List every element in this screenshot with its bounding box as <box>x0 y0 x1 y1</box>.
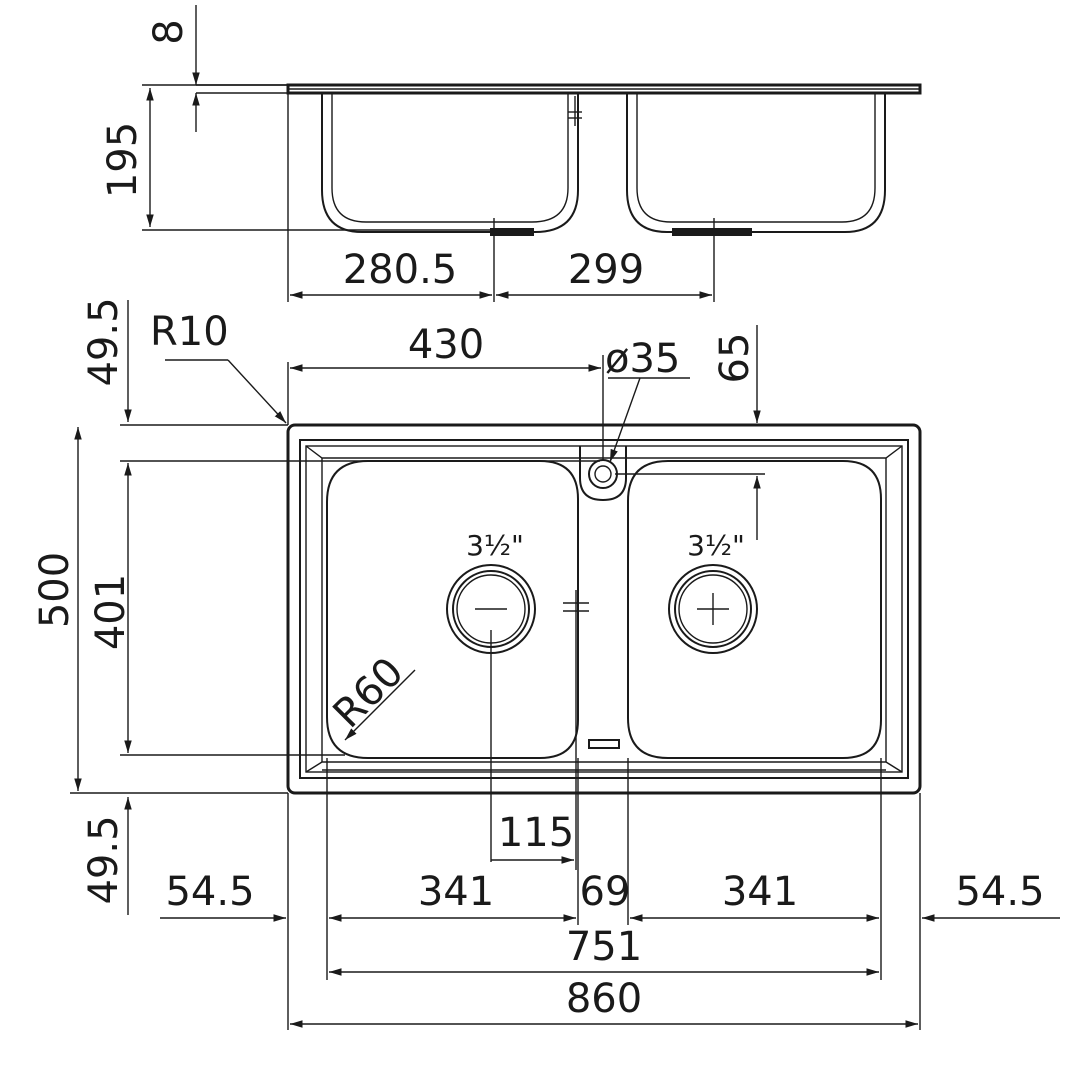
overflow-slot <box>588 739 620 749</box>
label-drain-offset-left: 280.5 <box>343 247 458 293</box>
dim-drain-center-offset: 115 <box>490 625 577 870</box>
label-drain-size-right: 3½" <box>687 529 745 562</box>
label-bowl-width-left: 341 <box>418 869 494 915</box>
label-corner-radius-outer: R10 <box>150 309 229 355</box>
dim-top-margin: 49.5 <box>81 297 288 426</box>
label-side-margin-left: 54.5 <box>165 869 254 915</box>
dim-tap-hole-depth: 65 <box>615 325 765 540</box>
dim-tap-hole-offset: 430 <box>287 322 604 460</box>
label-tap-hole-offset: 430 <box>408 322 484 368</box>
dim-drain-offsets: 280.5 299 <box>287 93 715 302</box>
right-bowl-outline <box>627 460 882 759</box>
label-top-margin: 49.5 <box>81 297 127 386</box>
label-tap-hole-diameter: ø35 <box>605 336 680 382</box>
label-divider-width: 69 <box>580 869 631 915</box>
bowl-corner-radius-callout: R60 <box>325 649 416 741</box>
dim-overall-width: 860 <box>290 976 918 1028</box>
side-section-view <box>286 83 922 236</box>
label-drain-offset-right: 299 <box>568 247 644 293</box>
label-drain-size-left: 3½" <box>466 529 524 562</box>
tap-hole-diameter-callout: ø35 <box>605 336 690 463</box>
label-bowl-length: 401 <box>88 574 134 650</box>
dim-width-breakdown: 54.5 341 69 341 54.5 <box>160 758 1060 1030</box>
label-bowl-corner-radius: R60 <box>325 649 413 737</box>
label-rim-thickness: 8 <box>146 19 192 44</box>
tap-hole-mount <box>579 446 627 502</box>
dim-bowl-length: 401 <box>88 460 600 756</box>
label-side-margin-right: 54.5 <box>955 869 1044 915</box>
right-drain <box>668 564 758 654</box>
dim-bowl-depth: 195 <box>100 84 500 231</box>
dim-rim-thickness: 8 <box>146 5 288 132</box>
label-bowl-width-right: 341 <box>722 869 798 915</box>
label-overall-depth: 500 <box>32 552 78 628</box>
label-overall-width: 860 <box>566 976 642 1022</box>
label-bowls-total-width: 751 <box>566 924 642 970</box>
label-drain-center-offset: 115 <box>498 810 574 856</box>
tap-hole <box>588 459 618 489</box>
label-bowl-depth: 195 <box>100 122 146 198</box>
dim-bottom-margin: 49.5 <box>81 797 132 915</box>
label-bottom-margin: 49.5 <box>81 815 127 904</box>
plan-view <box>286 423 922 795</box>
corner-radius-outer-callout: R10 <box>150 309 287 424</box>
dim-overall-depth: 500 <box>32 427 288 794</box>
left-bowl-outline <box>326 460 579 759</box>
dim-bowls-total-width: 751 <box>329 924 879 976</box>
label-tap-hole-depth: 65 <box>712 333 758 384</box>
